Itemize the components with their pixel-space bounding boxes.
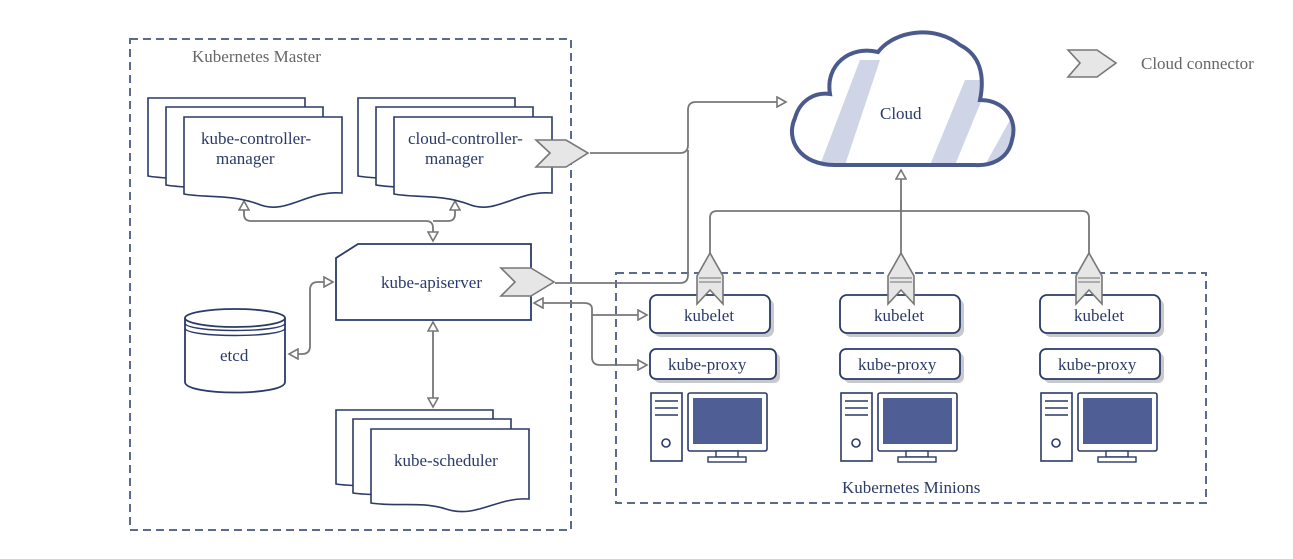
cloud-connector-icon xyxy=(1066,49,1118,78)
kube-apiserver-label: kube-apiserver xyxy=(381,273,482,292)
cloud-connector-legend: Cloud connector xyxy=(1066,49,1254,78)
minion-node-3: kubelet kube-proxy xyxy=(1039,251,1164,463)
minions-label: Kubernetes Minions xyxy=(842,478,980,497)
computer-icon-1 xyxy=(650,392,768,463)
cloud-controller-manager: cloud-controller- manager xyxy=(357,97,590,208)
cloud-label: Cloud xyxy=(880,104,922,123)
ccm-cloud-connector-icon xyxy=(533,139,590,168)
minions-frame xyxy=(615,272,1207,504)
apiserver-to-kubelet-line xyxy=(534,303,647,315)
cloud-shading xyxy=(820,60,1014,165)
etcd-label: etcd xyxy=(220,346,249,365)
apiserver-to-cloud-line xyxy=(555,150,689,284)
kubelets-to-cloud-line xyxy=(709,210,1090,253)
kube-controller-manager-label-2: manager xyxy=(216,149,275,168)
ccm-to-cloud-line xyxy=(590,102,786,154)
apiserver-to-proxy-line xyxy=(591,315,647,365)
kube-apiserver: kube-apiserver xyxy=(335,243,556,321)
master-label: Kubernetes Master xyxy=(192,47,321,66)
kubelet-label-3: kubelet xyxy=(1074,306,1124,325)
cloud-controller-manager-label-2: manager xyxy=(425,149,484,168)
legend-label: Cloud connector xyxy=(1141,54,1254,73)
cm-to-apiserver-line xyxy=(244,201,433,241)
minion-node-2: kubelet kube-proxy xyxy=(839,251,964,463)
kube-proxy-label-2: kube-proxy xyxy=(858,355,937,374)
kube-proxy-label-1: kube-proxy xyxy=(668,355,747,374)
kube-scheduler: kube-scheduler xyxy=(335,409,530,513)
master-frame xyxy=(129,38,572,531)
cloud-controller-manager-label-1: cloud-controller- xyxy=(408,129,523,148)
kube-scheduler-label: kube-scheduler xyxy=(394,451,498,470)
kube-controller-manager-label-1: kube-controller- xyxy=(201,129,311,148)
kube-proxy-label-3: kube-proxy xyxy=(1058,355,1137,374)
computer-icon-2 xyxy=(840,392,958,463)
apiserver-to-etcd-line xyxy=(289,282,333,354)
kubelet-label-1: kubelet xyxy=(684,306,734,325)
cloud: Cloud xyxy=(789,30,1016,168)
minion-node-1: kubelet kube-proxy xyxy=(649,251,780,463)
computer-icon-3 xyxy=(1040,392,1158,463)
kubelet-label-2: kubelet xyxy=(874,306,924,325)
etcd: etcd xyxy=(184,308,286,394)
apiserver-cloud-connector-icon xyxy=(499,267,556,297)
ccm-to-apiserver-line xyxy=(433,201,455,222)
connections xyxy=(244,102,1090,407)
kube-controller-manager: kube-controller- manager xyxy=(147,97,343,208)
